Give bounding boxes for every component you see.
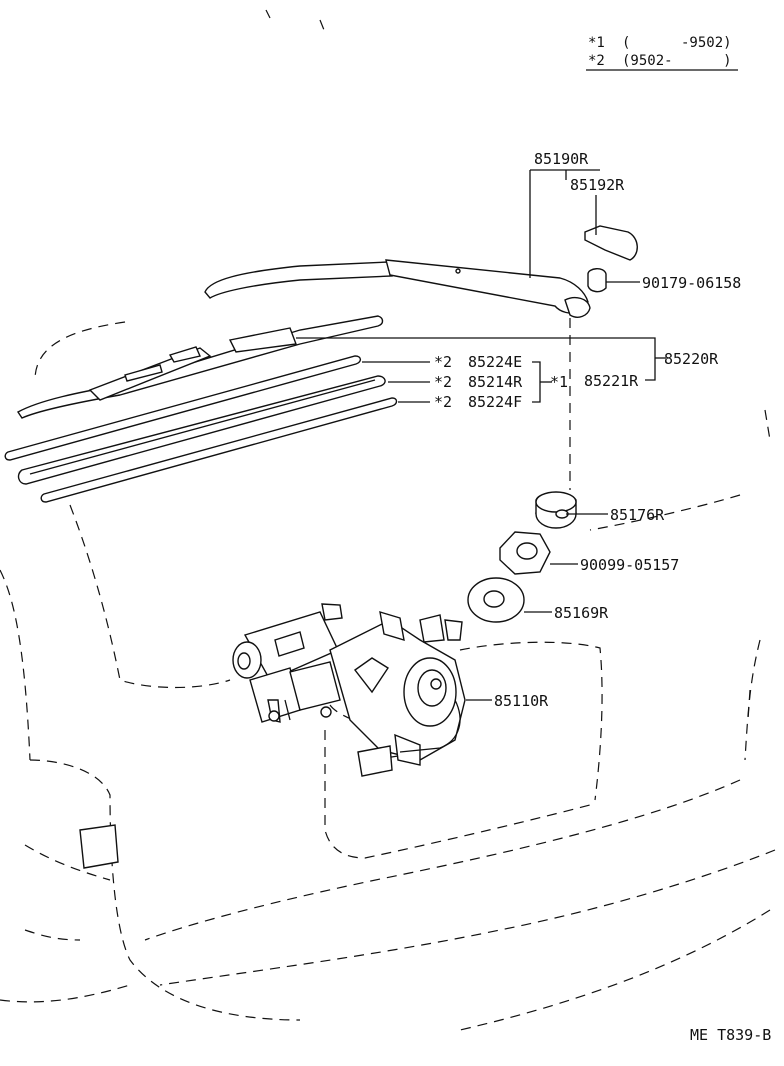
legend-range-1: ( -9502) [622, 35, 732, 51]
label-90099-05157: 90099-05157 [580, 556, 679, 574]
variant-legend: *1 ( -9502) *2 (9502- ) [586, 35, 738, 71]
grommet [467, 577, 525, 623]
legend-mark-1: *1 [588, 35, 605, 51]
blade-rubbers [4, 355, 398, 503]
mark-star2-c: *2 [434, 393, 452, 411]
mark-star2-b: *2 [434, 373, 452, 391]
motor-nut [499, 531, 551, 575]
label-85190R: 85190R [534, 150, 589, 168]
label-85220R: 85220R [664, 350, 719, 368]
label-85221R: 85221R [584, 372, 639, 390]
mark-star1: *1 [550, 373, 568, 391]
cushion [535, 491, 577, 529]
label-85224E: 85224E [468, 353, 522, 371]
leader-lines [296, 169, 666, 701]
vehicle-body-outline [0, 9, 776, 1031]
label-85224F: 85224F [468, 393, 522, 411]
arm-nut [587, 268, 607, 293]
legend-range-2: (9502- ) [622, 53, 732, 69]
diagram-code: ME T839-B [690, 1026, 771, 1044]
wiper-arm [204, 259, 591, 318]
label-85192R: 85192R [570, 176, 625, 194]
label-85214R: 85214R [468, 373, 523, 391]
label-85169R: 85169R [554, 604, 609, 622]
wiper-blade [16, 315, 384, 419]
label-85176R: 85176R [610, 506, 665, 524]
wiper-motor [232, 603, 466, 777]
legend-mark-2: *2 [588, 53, 605, 69]
label-90179-06158: 90179-06158 [642, 274, 741, 292]
mark-star2-a: *2 [434, 353, 452, 371]
label-85110R: 85110R [494, 692, 549, 710]
fuel-lid [79, 824, 119, 869]
arm-cap [584, 225, 638, 261]
